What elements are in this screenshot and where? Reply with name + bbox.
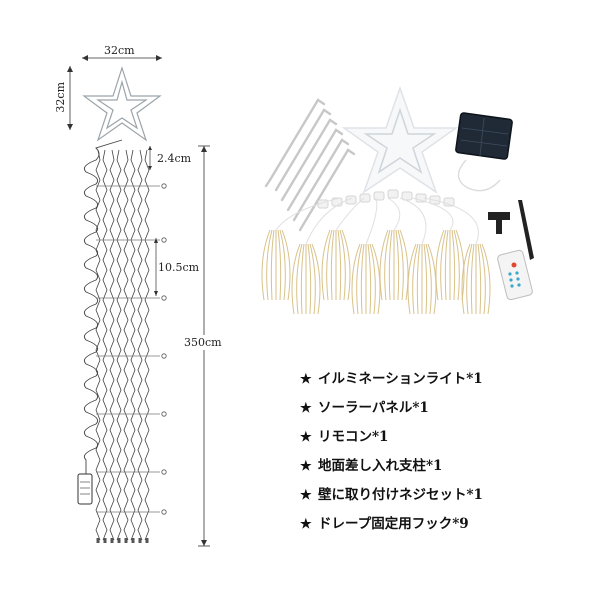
connector-cap	[401, 191, 413, 201]
solar-panel-icon	[455, 112, 513, 192]
light-strand	[123, 149, 129, 541]
total-length-label: 350cm	[184, 335, 222, 350]
star-bullet-icon: ★	[300, 401, 312, 416]
star-outline-icon	[82, 66, 162, 142]
strand-bulb	[161, 353, 167, 359]
strand-bulb	[161, 237, 167, 243]
list-item: ★ソーラーパネル*1	[300, 397, 483, 426]
light-bundle	[399, 197, 437, 315]
list-item: ★イルミネーションライト*1	[300, 368, 483, 397]
light-strand	[116, 149, 122, 541]
light-bundle	[411, 197, 465, 301]
strand-end-bulb	[110, 538, 114, 543]
light-strand	[144, 149, 150, 541]
hook-icon	[264, 98, 356, 232]
strand-bulb	[161, 183, 167, 189]
light-bundle	[261, 197, 341, 301]
arrow-down-icon	[201, 540, 207, 546]
star-bullet-icon: ★	[300, 430, 312, 445]
strand-bulb	[161, 411, 167, 417]
star-bullet-icon: ★	[300, 459, 312, 474]
strand-end-bulb	[96, 538, 100, 543]
list-item: ★ドレープ固定用フック*9	[300, 513, 483, 542]
light-strands	[95, 149, 167, 543]
light-strand	[95, 149, 101, 541]
list-item: ★地面差し入れ支柱*1	[300, 455, 483, 484]
strand-end-bulb	[145, 538, 149, 543]
light-strand	[137, 149, 143, 541]
spacing-top-label: 2.4cm	[157, 152, 192, 165]
spacing-label: 10.5cm	[158, 261, 200, 274]
arrow-up-icon	[201, 146, 207, 152]
star-topper-icon	[341, 85, 459, 194]
strand-end-bulb	[103, 538, 107, 543]
strand-bulb	[161, 295, 167, 301]
light-strand	[130, 149, 136, 541]
star-bullet-icon: ★	[300, 372, 312, 387]
light-bundle	[379, 197, 409, 301]
star-height-label: 32cm	[54, 82, 67, 113]
strand-connectors	[317, 189, 455, 209]
strand-end-bulb	[117, 538, 121, 543]
power-cable	[83, 139, 123, 474]
connector-cap	[373, 191, 385, 201]
strand-end-bulb	[138, 538, 142, 543]
light-strand	[102, 149, 108, 541]
arrow-down-icon	[67, 124, 73, 130]
connector-cap	[387, 189, 399, 199]
light-bundle	[321, 197, 365, 301]
ground-stake-icon	[488, 200, 534, 260]
battery-box-icon	[77, 473, 93, 505]
dimension-diagram	[67, 55, 210, 547]
connector-cap	[443, 197, 455, 207]
strand-end-bulb	[131, 538, 135, 543]
light-bundles	[261, 197, 491, 315]
strand-bulb	[161, 469, 167, 475]
list-item: ★壁に取り付けネジセット*1	[300, 484, 483, 513]
light-bundle	[291, 197, 353, 315]
package-contents-list: ★イルミネーションライト*1 ★ソーラーパネル*1 ★リモコン*1 ★地面差し入…	[300, 368, 483, 542]
star-bullet-icon: ★	[300, 517, 312, 532]
star-width-label: 32cm	[104, 44, 135, 57]
connector-cap	[359, 193, 371, 203]
strand-end-bulb	[124, 538, 128, 543]
arrow-right-icon	[156, 55, 162, 61]
light-bundle	[351, 197, 381, 315]
list-item: ★リモコン*1	[300, 426, 483, 455]
arrow-up-icon	[67, 66, 73, 72]
light-bundle	[423, 197, 491, 315]
remote-control-icon	[497, 249, 533, 301]
strand-bulb	[161, 509, 167, 515]
light-strand	[109, 149, 115, 541]
star-bullet-icon: ★	[300, 488, 312, 503]
arrow-left-icon	[82, 55, 88, 61]
package-contents-photo	[261, 85, 534, 315]
